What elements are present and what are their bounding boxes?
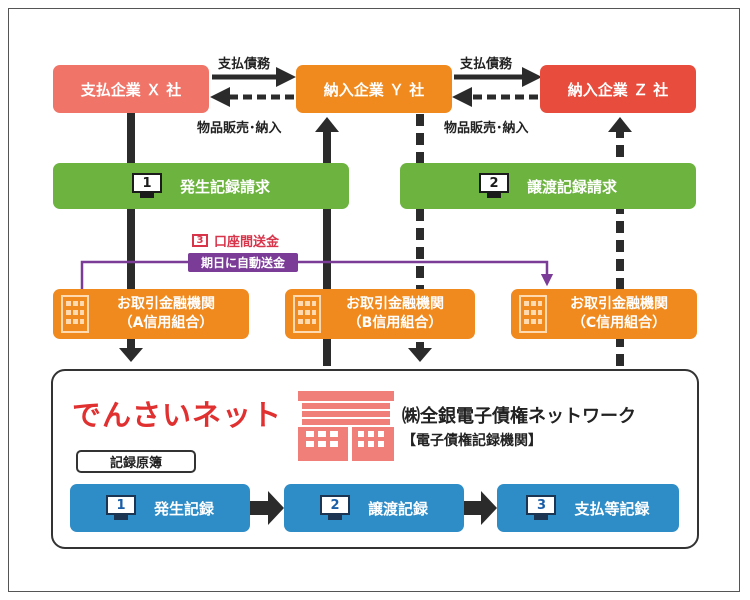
issue-request-label: 発生記録請求 (179, 177, 270, 196)
debt-label-right: 支払債務 (460, 57, 513, 72)
company-y-box: 納入企業 Ｙ 社 (296, 65, 452, 113)
record-arrow-1 (250, 491, 284, 525)
monitor-icon: 3 (192, 234, 208, 247)
bank-a-line2: （A信用組合） (118, 315, 214, 331)
building-icon (61, 295, 89, 333)
company-z-box: 納入企業 Ｚ 社 (540, 65, 696, 113)
bank-a-box: お取引金融機関 （A信用組合） (53, 289, 249, 339)
monitor-icon: 1 (131, 173, 162, 199)
record-payment-label: 支払等記録 (574, 499, 650, 518)
record-issue-box: 1 発生記録 (70, 484, 250, 532)
ledger-label: 記録原簿 (76, 450, 196, 473)
auto-transfer-line (80, 260, 554, 292)
bank-c-line2: （C信用組合） (571, 315, 667, 331)
bank-b-line2: （B信用組合） (347, 315, 443, 331)
company-z-label: 納入企業 Ｚ 社 (567, 80, 669, 99)
record-issue-label: 発生記録 (153, 499, 214, 518)
record-arrow-2 (464, 491, 497, 525)
office-building-icon (298, 391, 394, 461)
debt-label-left: 支払債務 (218, 57, 271, 72)
account-transfer-text: 口座間送金 (214, 235, 280, 250)
company-x-label: 支払企業 Ｘ 社 (80, 80, 182, 99)
building-icon (519, 295, 547, 333)
bank-b-line1: お取引金融機関 (346, 296, 444, 312)
outer-frame (8, 8, 740, 592)
goods-label-right: 物品販売･納入 (444, 121, 529, 136)
company-x-box: 支払企業 Ｘ 社 (53, 65, 209, 113)
account-transfer-label: 3 口座間送金 (192, 232, 280, 250)
monitor-icon: 2 (319, 495, 350, 521)
org-role: 【電子債権記録機関】 (402, 433, 542, 449)
record-transfer-box: 2 譲渡記録 (284, 484, 464, 532)
goods-label-left: 物品販売･納入 (197, 121, 282, 136)
auto-transfer-badge: 期日に自動送金 (188, 253, 298, 272)
building-icon (293, 295, 321, 333)
transfer-request-label: 譲渡記録請求 (526, 177, 617, 196)
bank-a-line1: お取引金融機関 (117, 296, 215, 312)
org-name: ㈱全銀電子債権ネットワーク (402, 406, 636, 427)
z-up-arrowhead (608, 117, 632, 132)
monitor-icon: 3 (526, 495, 557, 521)
densai-logo: でんさいネット (72, 398, 283, 432)
bank-b-box: お取引金融機関 （B信用組合） (285, 289, 475, 339)
x-down-arrowhead (119, 348, 143, 362)
monitor-icon: 2 (478, 173, 509, 199)
bank-c-box: お取引金融機関 （C信用組合） (511, 289, 697, 339)
transfer-request-box: 2 譲渡記録請求 (400, 163, 696, 209)
issue-request-box: 1 発生記録請求 (53, 163, 349, 209)
y-up-arrowhead (315, 117, 339, 132)
company-y-label: 納入企業 Ｙ 社 (323, 80, 425, 99)
record-payment-box: 3 支払等記録 (497, 484, 679, 532)
record-transfer-label: 譲渡記録 (367, 499, 428, 518)
y-down-arrowhead (408, 348, 432, 362)
monitor-icon: 1 (105, 495, 136, 521)
bank-c-line1: お取引金融機関 (570, 296, 668, 312)
